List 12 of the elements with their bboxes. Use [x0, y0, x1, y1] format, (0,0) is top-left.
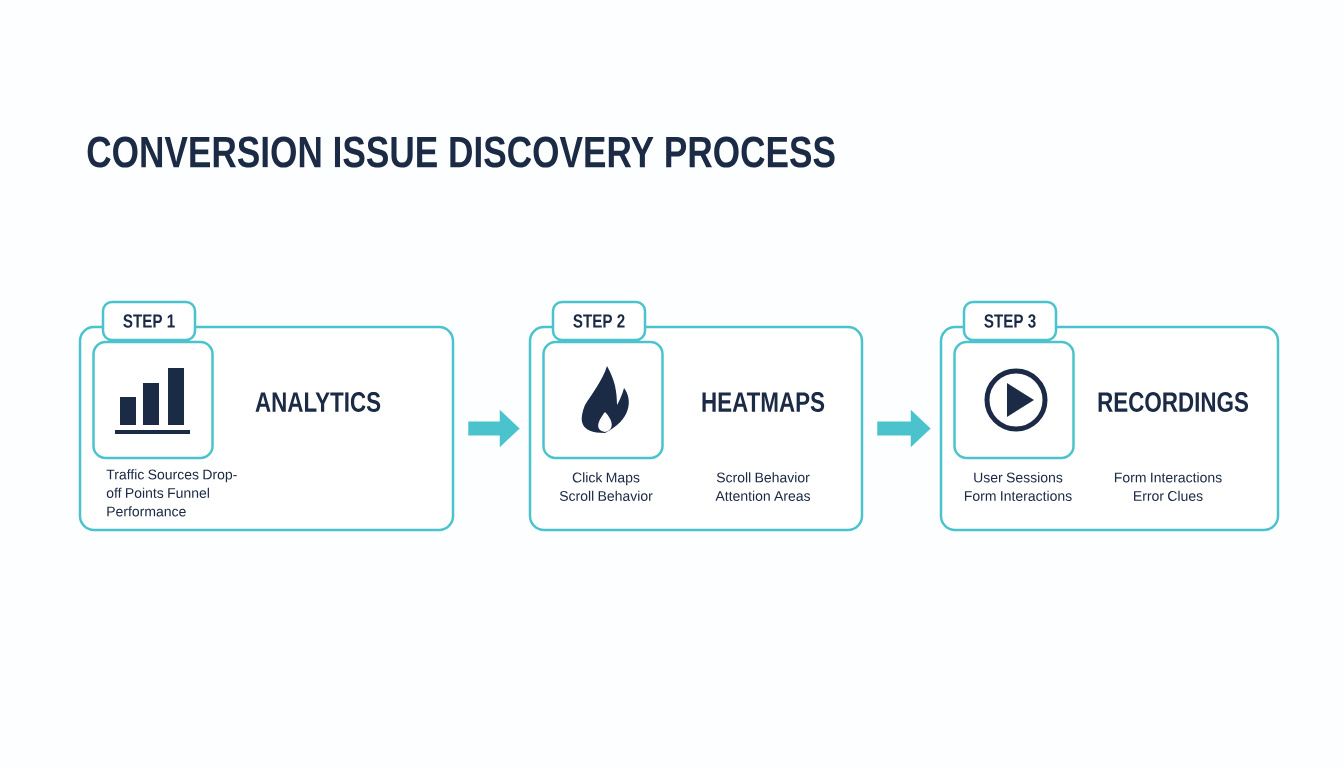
feature-list: Scroll Behavior Attention Areas [715, 472, 811, 501]
feature-list: Form Interactions Error Clues [1114, 472, 1222, 501]
feature-list: Traffic Sources Drop-off Points Funnel Performance [106, 469, 237, 517]
feature-list: User Sessions Form Interactions [964, 472, 1072, 501]
title: CONVERSION ISSUE DISCOVERY PROCESS [87, 136, 835, 168]
step-heading: RECORDINGS [1098, 392, 1249, 412]
step-badge: STEP 3 [962, 300, 1058, 342]
step-heading: ANALYTICS [255, 392, 381, 412]
step-heading: HEATMAPS [702, 392, 825, 412]
step-badge: STEP 1 [101, 300, 197, 342]
feature-list: Click Maps Scroll Behavior [559, 472, 653, 501]
step-badge: STEP 2 [551, 300, 647, 342]
